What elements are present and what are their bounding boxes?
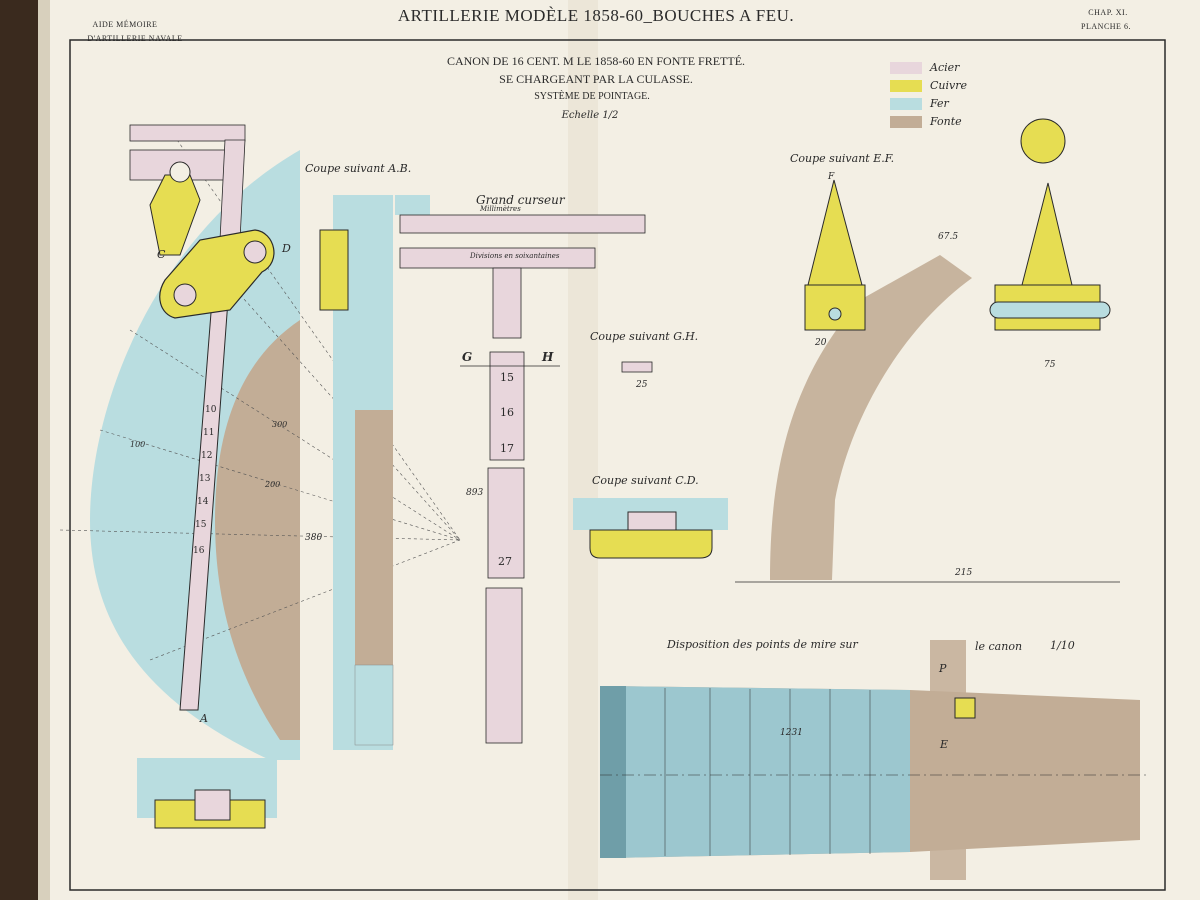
scale-note: Echelle 1/2 (561, 110, 619, 121)
legend-label-fer: Fer (930, 97, 949, 110)
coupe-ab-cap (395, 195, 430, 215)
dimension-100: 100 (130, 440, 146, 449)
hausse-mark-12: 12 (201, 451, 213, 461)
hausse-mark-16: 16 (193, 546, 205, 556)
header-left-line2: D'ARTILLERIE NAVALE (87, 34, 183, 43)
dimension-300: 300 (272, 420, 288, 429)
coupe-ab-fonte (355, 410, 393, 665)
legend-swatch-fer (890, 98, 922, 110)
coupe-ef-fonte (770, 255, 972, 580)
subtitle-line3: SYSTÈME DE POINTAGE. (534, 91, 650, 102)
label-millimetres: Millimètres (480, 205, 521, 213)
hausse-mark-15: 15 (195, 520, 207, 530)
coupe-gh-shape (621, 361, 653, 373)
cursor-mark-17: 17 (500, 442, 514, 455)
coupe-ef-screw-left (828, 307, 842, 321)
dimension-215: 215 (955, 568, 973, 578)
caption-disposition: Disposition des points de mire sur (667, 638, 858, 651)
coupe-cd-brass (589, 529, 713, 559)
legend-swatch-fonte (890, 116, 922, 128)
legend-label-fonte: Fonte (930, 115, 962, 128)
curseur-scale-mid (487, 467, 525, 579)
marker-f: F (828, 172, 835, 182)
caption-coupe-gh: Coupe suivant G.H. (590, 330, 699, 343)
slider-hole-left (173, 283, 197, 307)
dimension-1231: 1231 (780, 728, 803, 738)
subtitle-line1: CANON DE 16 CENT. M LE 1858-60 EN FONTE … (446, 54, 746, 68)
curseur-scale-lower (485, 587, 523, 744)
hausse-mark-14: 14 (197, 497, 209, 507)
dimension-893: 893 (466, 488, 484, 498)
caption-coupe-ef: Coupe suivant E.F. (790, 152, 895, 165)
header-right-line2: PLANCHE 6. (1081, 22, 1131, 31)
label-divisions: Divisions en soixantaines (470, 252, 560, 260)
page-edge (38, 0, 50, 900)
coupe-ab-brass (319, 229, 349, 311)
dimension-67-5: 67.5 (938, 232, 959, 242)
coupe-ab-hatch (354, 664, 394, 746)
plate-frame (69, 39, 1166, 891)
coupe-ef-front-disc (1020, 118, 1066, 164)
marker-h: H (542, 350, 554, 364)
cursor-mark-27: 27 (498, 555, 512, 568)
marker-c: C (157, 248, 166, 261)
legend-label-acier: Acier (930, 61, 960, 74)
header-right-line1: CHAP. XI. (1088, 8, 1128, 17)
header-left-line1: AIDE MÉMOIRE (92, 20, 158, 29)
dimension-380: 380 (305, 533, 323, 543)
caption-disposition-scale: 1/10 (1050, 639, 1075, 652)
dimension-25: 25 (636, 380, 648, 390)
canon-frette (600, 686, 910, 858)
caption-coupe-cd: Coupe suivant C.D. (592, 474, 699, 487)
marker-a: A (200, 712, 208, 725)
point-de-mire (954, 697, 976, 719)
subtitle-line2: SE CHARGEANT PAR LA CULASSE. (499, 72, 693, 86)
base-section-steel (194, 789, 231, 821)
curseur-stem (492, 267, 522, 339)
legend-swatch-acier (890, 62, 922, 74)
marker-d: D (282, 242, 291, 255)
canon-hoops (664, 688, 871, 856)
curseur-ruler-top (399, 214, 646, 234)
cursor-mark-15: 15 (500, 371, 514, 384)
hausse-mark-11: 11 (203, 428, 215, 438)
dimension-75: 75 (1044, 360, 1056, 370)
canon-breech (600, 686, 626, 858)
dimension-200: 200 (265, 480, 281, 489)
caption-disposition-2: le canon (975, 640, 1023, 653)
legend-label-cuivre: Cuivre (930, 79, 968, 92)
marker-g: G (462, 350, 473, 364)
millimetre-ruler (129, 124, 246, 142)
legend-swatch-cuivre (890, 80, 922, 92)
hausse-mark-13: 13 (199, 474, 211, 484)
marker-p: P (939, 662, 947, 675)
hausse-mark-10: 10 (205, 405, 217, 415)
caption-grand-curseur: Grand curseur (476, 193, 565, 207)
marker-e: E (940, 738, 949, 751)
cursor-mark-16: 16 (500, 406, 514, 419)
slider-hole-right (243, 240, 267, 264)
dimension-20: 20 (815, 338, 827, 348)
caption-coupe-ab: Coupe suivant A.B. (305, 162, 412, 175)
coupe-ef-bolt (989, 301, 1111, 319)
page-title: ARTILLERIE MODÈLE 1858-60_BOUCHES A FEU. (397, 6, 795, 25)
sight-eye (169, 161, 191, 183)
coupe-cd-steel (627, 511, 677, 531)
curseur-scale-upper (489, 351, 525, 461)
page-gutter (568, 0, 598, 900)
